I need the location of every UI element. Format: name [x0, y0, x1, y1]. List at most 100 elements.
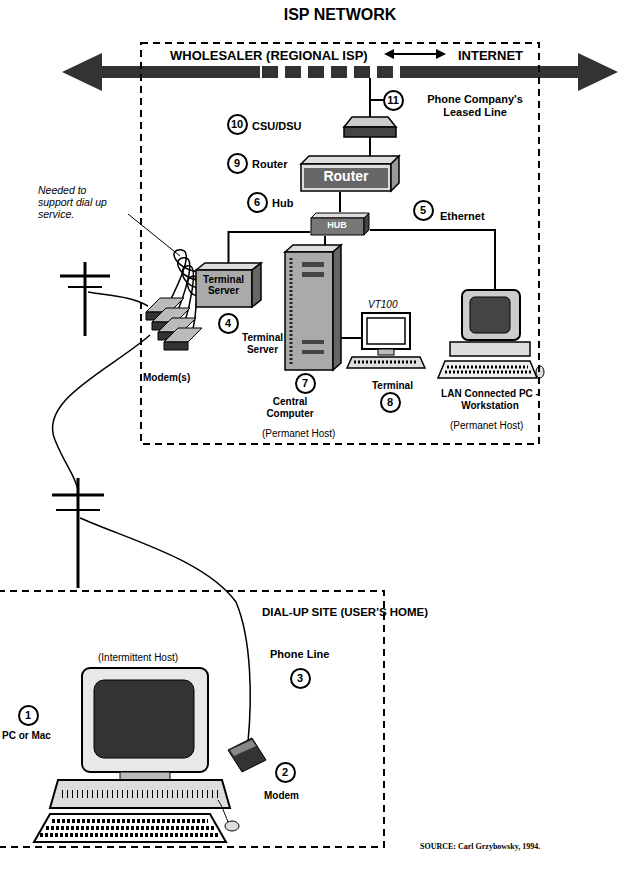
network-label: WHOLESALER (REGIONAL ISP) — [170, 49, 368, 64]
backbone-dashes — [262, 66, 414, 78]
network-label: INTERNET — [458, 49, 523, 64]
source-note: SOURCE: Carl Grzybowsky, 1994. — [420, 842, 540, 851]
callout-number: 2 — [275, 762, 296, 783]
peering-arrow-head — [384, 49, 394, 59]
home-modem-top — [230, 740, 256, 756]
modem-top — [164, 328, 202, 342]
tower-drive — [302, 262, 324, 267]
pc-monitor — [462, 290, 520, 340]
callout-number: 11 — [383, 90, 404, 111]
ethernet-connector — [339, 192, 341, 212]
mouse-cord — [218, 800, 228, 822]
leased-line — [369, 78, 371, 117]
node-label: Router — [300, 169, 392, 184]
tower-drive — [302, 272, 324, 277]
callout-number: 7 — [295, 373, 316, 394]
phone-wire — [88, 292, 148, 306]
home-keyboard — [34, 814, 226, 842]
csu-dsu-front — [344, 127, 396, 137]
home-monitor-neck — [120, 772, 170, 780]
router-top — [301, 156, 399, 164]
dashed-border — [141, 43, 539, 444]
backbone-arrow-head — [578, 53, 618, 91]
router-box: Router — [300, 155, 400, 192]
backbone-band — [414, 66, 580, 78]
callout-number: 4 — [218, 313, 239, 334]
hub-front — [311, 218, 364, 235]
part-label: CSU/DSU — [252, 120, 302, 133]
part-label: Hub — [272, 197, 293, 210]
part-label: Phone Company's Leased Line — [420, 93, 530, 118]
terminal-keys — [354, 361, 418, 364]
terminal-server-box: Terminal Server — [195, 262, 262, 308]
pole-crossarm — [60, 275, 110, 278]
home-mouse — [225, 821, 239, 831]
pc-screen — [470, 297, 510, 333]
part-label: Modem(s) — [143, 372, 190, 384]
pole-crossarm — [52, 494, 104, 497]
leased-line-branch — [370, 99, 384, 101]
pc-keys — [445, 371, 531, 374]
pc-base — [450, 342, 530, 356]
tower-grille — [290, 258, 293, 364]
pc-keyboard — [438, 361, 537, 378]
backbone-arrow-head — [62, 53, 102, 91]
hub-top — [311, 213, 369, 218]
phone-wire — [52, 335, 150, 490]
node-outline — [0, 590, 385, 848]
home-keys — [52, 819, 208, 823]
node-label: Terminal Server — [195, 274, 252, 296]
callout-number: 3 — [290, 668, 311, 689]
tower-drive — [302, 340, 324, 344]
part-label: Phone Line — [270, 648, 329, 661]
host-type: (Intermittent Host) — [98, 652, 178, 664]
pole-crossarm — [68, 286, 102, 288]
part-label: Central Computer — [255, 396, 325, 419]
home-monitor — [82, 668, 208, 772]
callout-number: 10 — [227, 114, 248, 135]
router-side — [391, 156, 399, 191]
server-top — [196, 263, 261, 270]
part-label: Router — [252, 158, 287, 171]
part-label: Modem — [264, 790, 299, 802]
home-modem — [228, 738, 266, 772]
pc-mouse — [536, 366, 544, 378]
pole-crossarm — [56, 509, 100, 511]
node-label: ISP NETWORK — [140, 6, 540, 24]
terminal-screen — [367, 318, 405, 344]
home-keys — [46, 826, 214, 830]
telephone-pole — [84, 262, 87, 336]
modem-front — [164, 342, 188, 350]
terminal-stand — [378, 349, 394, 355]
part-label: Terminal Server — [235, 332, 290, 355]
ethernet-connector — [229, 232, 311, 263]
host-type: (Permanet Host) — [262, 428, 335, 440]
server-side — [252, 263, 261, 307]
tower-drive — [302, 350, 324, 354]
model-label: VT100 — [368, 299, 397, 311]
callout-number: 9 — [227, 153, 248, 174]
part-label: Ethernet — [440, 210, 485, 223]
home-cpu — [50, 780, 230, 808]
node-label: DIAL-UP SITE (USER'S HOME) — [262, 606, 428, 619]
terminal-cable — [341, 337, 362, 339]
pc-keys — [447, 366, 528, 369]
ethernet-wire — [370, 230, 495, 290]
peering-arrow-head — [436, 49, 446, 59]
server-front — [196, 270, 252, 307]
callout-number: 1 — [18, 705, 39, 726]
home-screen — [94, 680, 194, 758]
home-keys — [40, 833, 220, 837]
dashed-border — [0, 591, 384, 847]
callout-number: 5 — [413, 200, 434, 221]
tower-side — [333, 245, 341, 370]
node-label: HUB — [310, 221, 364, 231]
home-cpu-vents — [62, 790, 218, 798]
site-boundary: DIAL-UP SITE (USER'S HOME) — [0, 590, 385, 848]
note: Needed to support dial up service. — [38, 184, 118, 220]
terminal-monitor — [362, 313, 410, 349]
router-front — [301, 164, 391, 191]
terminal-keyboard — [347, 357, 425, 368]
tower-top — [285, 245, 341, 252]
